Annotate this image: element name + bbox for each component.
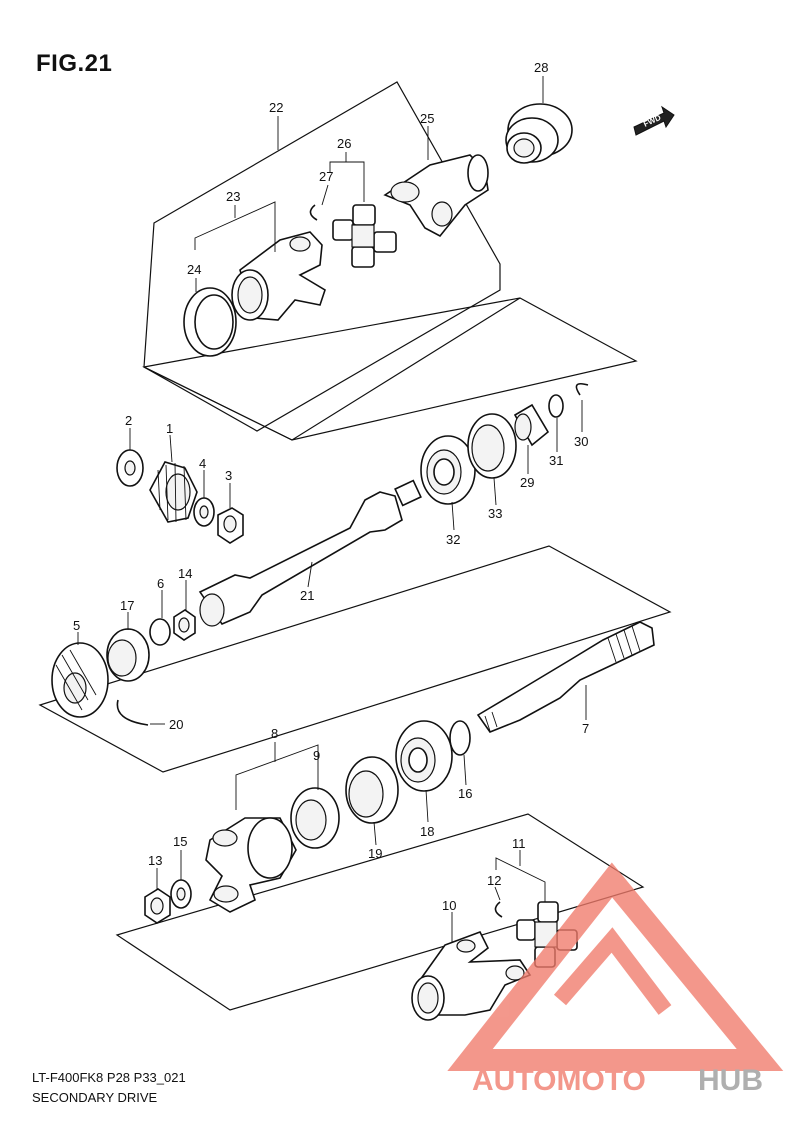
callout-25: 25 [420, 111, 434, 126]
part-21-propeller-shaft [198, 479, 422, 627]
callout-32: 32 [446, 532, 460, 547]
callout-15: 15 [173, 834, 187, 849]
part-10-yoke [411, 931, 532, 1021]
fwd-arrow-icon: FWD [633, 105, 675, 136]
part-27-clip [309, 204, 318, 221]
part-16-shim [449, 720, 471, 756]
callout-11: 11 [512, 836, 526, 851]
part-19-oil-seal [345, 756, 399, 824]
callout-1: 1 [166, 421, 173, 436]
part-9-oil-seal [290, 787, 340, 849]
part-13-nut [144, 888, 171, 924]
callout-22: 22 [269, 100, 283, 115]
part-5-gear [51, 642, 109, 718]
part-33-oil-seal [467, 413, 517, 479]
part-12-clip [494, 901, 503, 918]
part-15-washer [170, 879, 192, 909]
part-1-bevel-gear [149, 461, 198, 523]
part-18-bearing [395, 720, 453, 792]
footer: LT-F400FK8 P28 P33_021 SECONDARY DRIVE [32, 1068, 186, 1108]
leader-lines [77, 76, 587, 942]
callout-10: 10 [442, 898, 456, 913]
model-code: LT-F400FK8 P28 P33_021 [32, 1070, 186, 1085]
part-29-spacer [513, 403, 550, 447]
watermark-text-alt: HUB [698, 1064, 763, 1097]
callout-21: 21 [300, 588, 314, 603]
part-17-bearing [106, 628, 150, 682]
callout-24: 24 [187, 262, 201, 277]
callout-23: 23 [226, 189, 240, 204]
callout-labels: 1 2 3 4 5 6 7 8 9 10 11 12 13 14 15 16 1… [73, 60, 589, 913]
callout-6: 6 [157, 576, 164, 591]
part-14-nut [173, 609, 196, 641]
callout-14: 14 [178, 566, 192, 581]
callout-19: 19 [368, 846, 382, 861]
part-6-washer [149, 618, 171, 646]
callout-29: 29 [520, 475, 534, 490]
callout-26: 26 [337, 136, 351, 151]
part-8-yoke [205, 817, 297, 913]
part-31-shim [548, 394, 564, 418]
group-box-middle [38, 545, 672, 773]
part-3-nut [217, 507, 244, 544]
callout-2: 2 [125, 413, 132, 428]
group-box-propeller-joint [143, 81, 501, 432]
part-32-bearing [420, 435, 476, 505]
callout-8: 8 [271, 726, 278, 741]
callout-18: 18 [420, 824, 434, 839]
diagram-caption: SECONDARY DRIVE [32, 1090, 158, 1105]
callout-3: 3 [225, 468, 232, 483]
callout-5: 5 [73, 618, 80, 633]
callout-31: 31 [549, 453, 563, 468]
callout-30: 30 [574, 434, 588, 449]
automotohub-watermark: AUTOMOTO HUB [447, 862, 784, 1097]
callout-28: 28 [534, 60, 548, 75]
part-30-circlip [575, 382, 589, 396]
part-2-washer [116, 449, 144, 487]
watermark-text-main: AUTOMOTO [472, 1064, 646, 1097]
callout-9: 9 [313, 748, 320, 763]
part-28-boot [505, 103, 573, 164]
callout-17: 17 [120, 598, 134, 613]
figure-title: FIG.21 [36, 50, 113, 77]
part-23-yoke [231, 231, 326, 321]
callout-12: 12 [487, 873, 501, 888]
part-20-circlip [116, 699, 149, 726]
callout-16: 16 [458, 786, 472, 801]
callout-27: 27 [319, 169, 333, 184]
callout-33: 33 [488, 506, 502, 521]
group-box-lower [115, 813, 645, 1011]
part-24-seal [183, 287, 237, 357]
watermark-triangle-icon [447, 862, 784, 1071]
callout-7: 7 [582, 721, 589, 736]
callout-20: 20 [169, 717, 183, 732]
part-26-spider [332, 204, 397, 268]
part-25-yoke [383, 154, 489, 238]
part-4-washer [193, 497, 215, 527]
part-7-drive-shaft [476, 621, 655, 733]
callout-4: 4 [199, 456, 206, 471]
callout-13: 13 [148, 853, 162, 868]
